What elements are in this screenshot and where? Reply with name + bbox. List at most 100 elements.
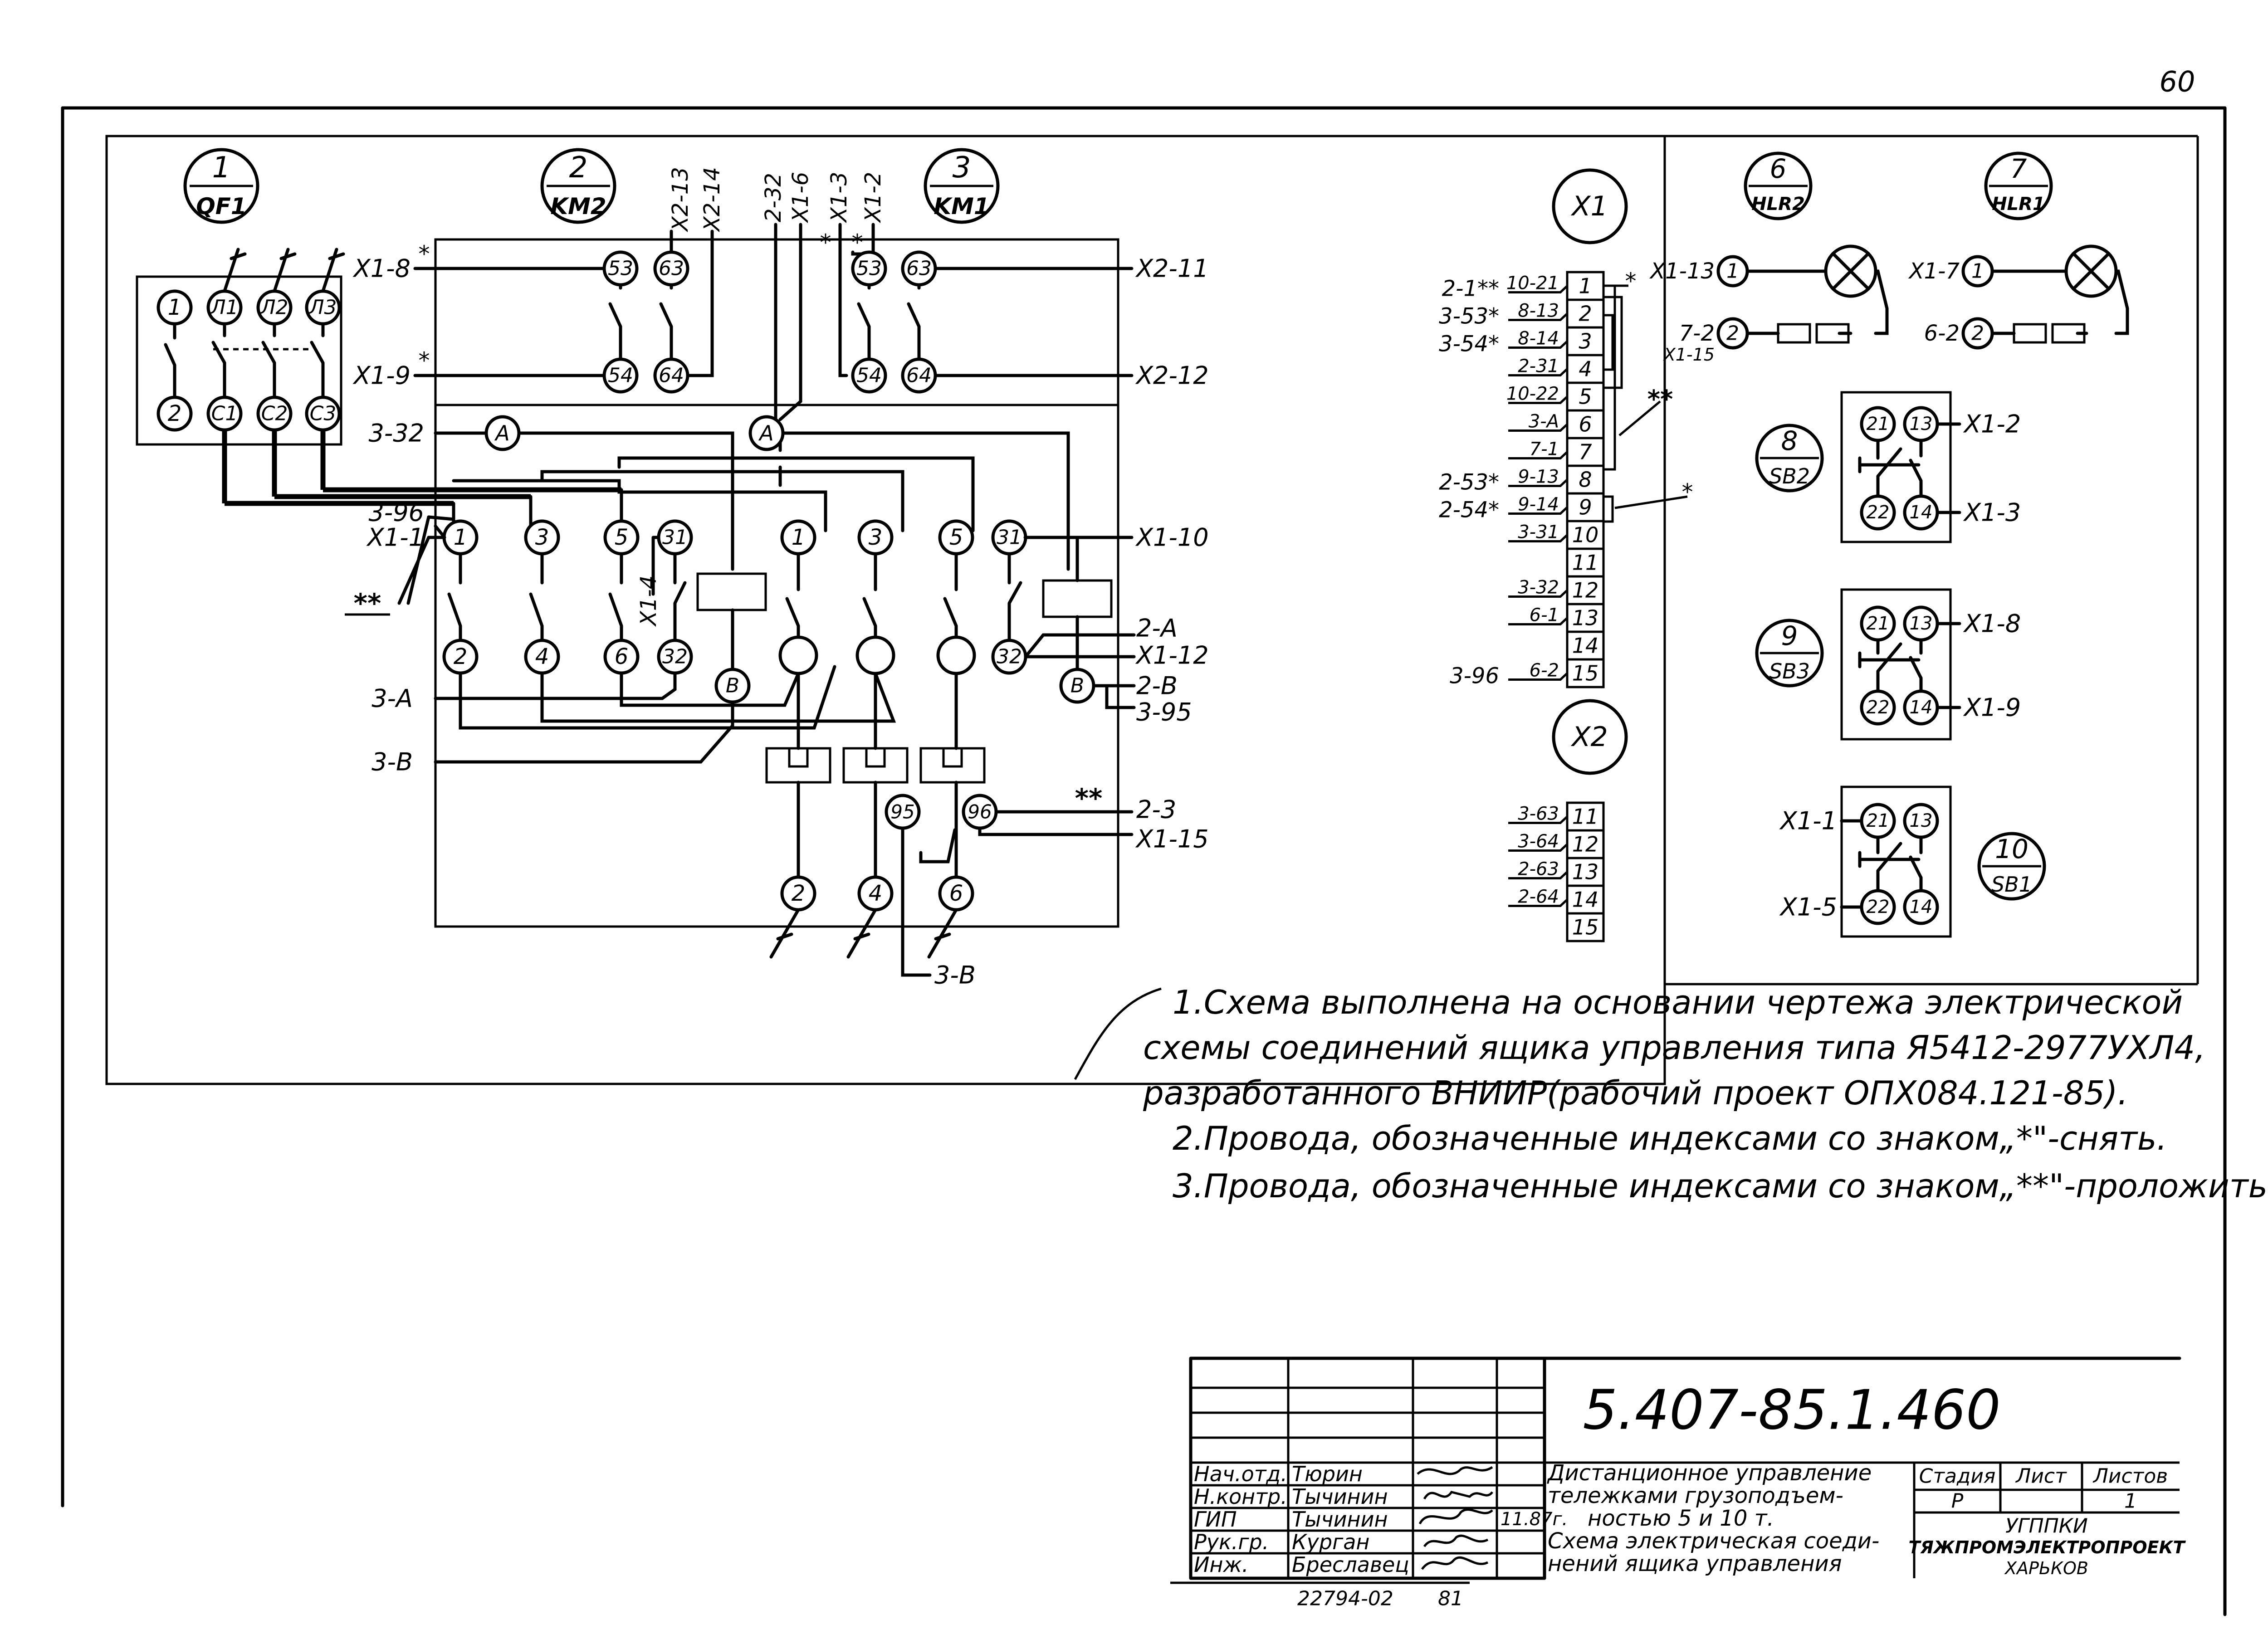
note-2: 2.Провода, обозначенные индексами со зна… bbox=[1173, 1119, 2167, 1157]
km1-num: 3 bbox=[953, 151, 971, 185]
lbl-x1-4: Х1-4 bbox=[636, 576, 661, 627]
terminal-lead bbox=[1508, 815, 1568, 824]
signatures bbox=[1417, 1466, 1493, 1570]
lbl-x1-12: Х1-12 bbox=[1135, 641, 1209, 670]
sb3-pin14: 14 bbox=[1910, 697, 1933, 718]
hlr2-ref: HLR2 bbox=[1751, 194, 1805, 215]
sb1-button: 10 SB1 21 13 22 14 Х1-1 Х1-5 bbox=[1779, 785, 2046, 938]
lbl-x2-11: Х2-11 bbox=[1135, 254, 1209, 283]
role-2: Н.контр. bbox=[1194, 1484, 1287, 1509]
hlr1-ref: HLR1 bbox=[1992, 194, 2045, 215]
aux32-km2: 32 bbox=[662, 645, 688, 668]
terminal-inner-wire: 3-64 bbox=[1518, 831, 1559, 852]
hlr2-pin2: 2 bbox=[1726, 322, 1739, 345]
terminal-lead bbox=[1508, 451, 1568, 459]
qf1-pin-top-1: 1 bbox=[168, 295, 182, 320]
lbl-x1-3: Х1-3 bbox=[826, 172, 852, 224]
sb2-wire1: Х1-2 bbox=[1963, 410, 2021, 439]
terminal-outer-wire: 3-53* bbox=[1439, 304, 1499, 329]
lbl-3-32: 3-32 bbox=[368, 419, 424, 448]
terminal-number: 14 bbox=[1572, 888, 1599, 912]
x1-title: Х1 bbox=[1570, 190, 1608, 222]
title-line-2: тележками грузоподъем- bbox=[1548, 1483, 1843, 1508]
qf1-pin-top-4: Л3 bbox=[308, 296, 337, 319]
lbl-x2-13: Х2-13 bbox=[668, 167, 693, 233]
km2-ref: KM2 bbox=[550, 193, 606, 220]
pin-53-km1: 53 bbox=[856, 257, 882, 280]
terminal-inner-wire: 2-64 bbox=[1518, 887, 1559, 907]
role-1: Нач.отд. bbox=[1194, 1462, 1287, 1486]
x1-dstar: ** bbox=[1647, 385, 1673, 414]
sb1-pin21: 21 bbox=[1867, 810, 1890, 831]
lamp-circuits: 1 2 Х1-13 7-2 Х1-15 1 2 Х1-7 6-2 bbox=[1649, 244, 2129, 365]
sb2-pin22: 22 bbox=[1867, 502, 1890, 523]
main-bot-2: 2 bbox=[454, 644, 468, 669]
km2-num: 2 bbox=[569, 151, 588, 185]
lbl-hlr2-out2: Х1-15 bbox=[1663, 345, 1715, 365]
terminal-inner-wire: 9-13 bbox=[1518, 467, 1559, 488]
main-top-5: 5 bbox=[615, 525, 629, 550]
role-4: Рук.гр. bbox=[1194, 1530, 1269, 1554]
terminal-number: 1 bbox=[1579, 274, 1592, 298]
name-1: Тюрин bbox=[1292, 1462, 1363, 1486]
terminal-inner-wire: 3-32 bbox=[1518, 577, 1559, 598]
terminal-number: 4 bbox=[1579, 357, 1592, 381]
terminal-lead bbox=[1508, 423, 1568, 432]
terminal-number: 2 bbox=[1579, 302, 1592, 326]
terminal-lead bbox=[1508, 534, 1568, 542]
terminal-number: 6 bbox=[1579, 412, 1592, 437]
qf1-pin-bot-1: 2 bbox=[168, 401, 182, 426]
org-3: ХАРЬКОВ bbox=[2004, 1558, 2088, 1578]
terminal-lead bbox=[1508, 617, 1568, 625]
terminal-cell bbox=[1566, 912, 1605, 942]
terminal-lead bbox=[1508, 843, 1568, 852]
qf1-pin-top-3: Л2 bbox=[259, 296, 288, 319]
lbl-x2-14: Х2-14 bbox=[699, 167, 725, 233]
notes: 1.Схема выполнена на основании чертежа э… bbox=[1074, 983, 2268, 1205]
note-1a: 1.Схема выполнена на основании чертежа э… bbox=[1173, 983, 2183, 1021]
note-1b: схемы соединений ящика управления типа Я… bbox=[1143, 1029, 2205, 1067]
sb2-wire2: Х1-3 bbox=[1963, 498, 2021, 527]
role-3: ГИП bbox=[1194, 1507, 1237, 1532]
x2-title: Х2 bbox=[1570, 721, 1608, 753]
coil-a-km1: A bbox=[758, 421, 773, 445]
sb1-ref: SB1 bbox=[1991, 872, 2032, 897]
sheet-label: Лист bbox=[2015, 1465, 2067, 1488]
terminal-number: 10 bbox=[1572, 523, 1599, 547]
pin-63-km2: 63 bbox=[659, 257, 684, 280]
org-1: УГППКИ bbox=[2005, 1515, 2088, 1538]
main-contacts: 1 3 5 1 3 5 31 31 2 4 6 32 32 B B bbox=[434, 456, 1136, 764]
date: 11.87г. bbox=[1501, 1509, 1568, 1530]
star-x1-3: * bbox=[820, 229, 831, 256]
terminal-number: 11 bbox=[1572, 551, 1599, 575]
lbl-2-b: 2-В bbox=[1136, 672, 1178, 700]
dstar-relay: ** bbox=[1075, 783, 1103, 814]
terminal-lead bbox=[1508, 589, 1568, 598]
sheet-number: 60 bbox=[2160, 65, 2195, 98]
sb2-pin21: 21 bbox=[1867, 414, 1890, 434]
x1-jumpers: * ** * bbox=[1603, 268, 1693, 523]
terminal-number: 14 bbox=[1572, 634, 1599, 658]
coil-b-km2: B bbox=[726, 674, 739, 698]
lbl-x1-15: Х1-15 bbox=[1135, 825, 1209, 854]
pin-63-km1: 63 bbox=[906, 257, 932, 280]
role-5: Инж. bbox=[1194, 1552, 1249, 1577]
inventory-number: 22794-02 bbox=[1297, 1587, 1393, 1610]
aux31-km2: 31 bbox=[662, 526, 688, 549]
motor-out-4: 4 bbox=[869, 881, 883, 906]
main-top-3: 3 bbox=[535, 525, 549, 550]
sb3-wire2: Х1-9 bbox=[1963, 693, 2021, 722]
title-line-4: Схема электрическая соеди- bbox=[1548, 1528, 1879, 1554]
sb1-wire1: Х1-1 bbox=[1779, 807, 1837, 835]
x1-star-top: * bbox=[1625, 268, 1637, 294]
terminal-outer-wire: 2-53* bbox=[1439, 470, 1499, 495]
name-2: Тычинин bbox=[1292, 1484, 1388, 1509]
lbl-x1-2: Х1-2 bbox=[860, 172, 886, 224]
title-line-3: ностью 5 и 10 т. bbox=[1588, 1506, 1774, 1531]
star-x1-9: * bbox=[419, 347, 430, 374]
lbl-3-a: 3-А bbox=[371, 684, 413, 713]
terminal-inner-wire: 10-22 bbox=[1506, 384, 1559, 405]
km1-label: 3 KM1 bbox=[924, 148, 1000, 224]
sheets-value: 1 bbox=[2124, 1490, 2137, 1513]
sb2-pin13: 13 bbox=[1910, 414, 1933, 434]
